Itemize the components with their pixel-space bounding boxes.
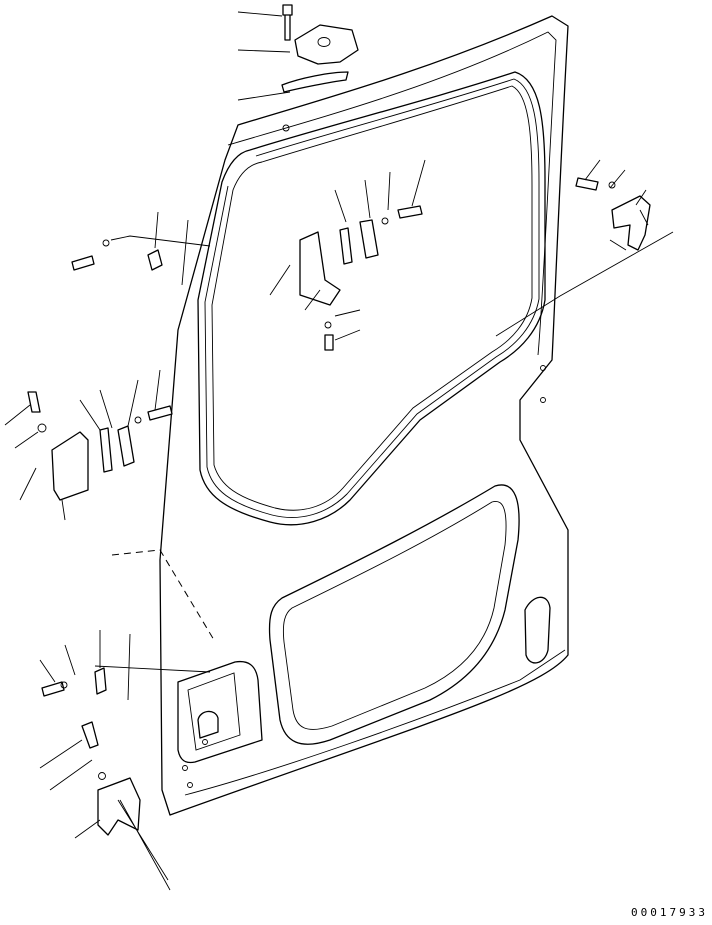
left-lower-clip xyxy=(94,667,107,695)
right-hinge-bracket xyxy=(611,195,651,251)
door-panel-inner-rim xyxy=(227,31,557,356)
left-mid-plate xyxy=(99,427,113,473)
upper-striker-bracket xyxy=(299,231,341,306)
lower-window-frame xyxy=(268,484,520,745)
left-lower-bolt xyxy=(41,681,65,697)
upper-lower-bolt xyxy=(324,334,334,351)
top-shim xyxy=(281,71,349,93)
upper-window-frame xyxy=(197,71,546,526)
door-latch xyxy=(197,710,219,739)
upper-striker-shim xyxy=(339,227,353,265)
left-mid-bolt-2 xyxy=(27,391,41,413)
left-mid-bolt xyxy=(147,405,173,421)
door-handle-inner xyxy=(187,672,241,751)
door-handle-recess xyxy=(177,660,263,764)
lower-window-glass xyxy=(282,500,507,730)
side-lock-slot xyxy=(524,596,551,664)
top-bolt xyxy=(282,4,293,41)
top-hinge-bracket xyxy=(294,24,359,65)
left-mid-plate-2 xyxy=(117,425,135,467)
bottom-bolt xyxy=(81,721,99,749)
left-upper-bolt xyxy=(71,255,95,271)
upper-window-seal xyxy=(204,78,540,518)
right-bolt xyxy=(575,177,599,191)
left-mid-bracket xyxy=(51,431,89,501)
routing-dashed-line xyxy=(111,549,215,641)
top-hinge-bolt-hole xyxy=(317,37,331,47)
hardware-details xyxy=(37,124,616,788)
leader-lines xyxy=(4,11,674,891)
bottom-hinge-bracket xyxy=(97,777,141,836)
upper-window-glass xyxy=(211,85,533,511)
door-panel-bottom-rim xyxy=(184,649,566,796)
upper-striker-plate xyxy=(359,219,379,259)
upper-striker-bolt xyxy=(397,205,423,219)
drawing-number: 00017933 xyxy=(631,906,708,919)
door-panel-outline xyxy=(159,15,569,816)
left-upper-clip xyxy=(147,249,163,271)
